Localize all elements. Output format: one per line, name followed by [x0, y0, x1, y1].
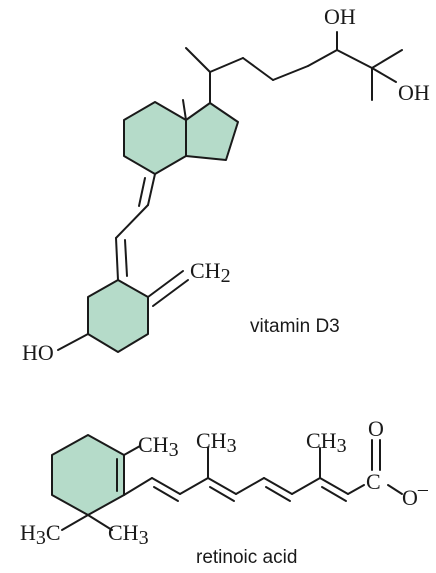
bond-c-ho	[57, 333, 89, 351]
label-ch3-chain-c: CH3	[306, 428, 347, 457]
bond-linker-3-double	[124, 239, 128, 277]
label-ho: HO	[22, 340, 54, 365]
label-ch2: CH2	[190, 258, 231, 287]
bond-side-chain-3	[242, 57, 274, 81]
bond-chain-2-double	[153, 486, 179, 502]
bond-side-chain-methyl	[185, 47, 211, 73]
bond-chain-4-double	[209, 486, 235, 502]
bond-chain-2	[151, 477, 181, 495]
label-oxygen-carbonyl: O	[368, 416, 384, 441]
vitamin-d3-ring-cyclohexane-upper	[123, 101, 187, 175]
bond-c-oh-right	[371, 67, 397, 83]
bond-methylene-double	[152, 279, 189, 307]
retinoic-acid-ring	[51, 434, 125, 516]
bond-side-chain-4	[272, 65, 309, 81]
bond-chain-6-double	[265, 486, 291, 502]
bond-angular-methyl	[182, 99, 187, 121]
bond-linker-1-double	[138, 177, 146, 207]
label-ch3-ring: CH3	[138, 432, 179, 461]
bond-chain-5	[235, 477, 265, 495]
bond-chain-1	[123, 477, 153, 496]
label-oh-top: OH	[324, 4, 356, 29]
vitamin-d3-structure: OH OH CH2 HO vitamin D3	[22, 4, 430, 365]
label-carbon-carboxyl: C	[366, 469, 381, 494]
bond-terminal-methyl-a	[371, 49, 403, 69]
label-h3c: H3C	[20, 520, 61, 549]
bond-c-o-minus	[387, 484, 403, 495]
retinoic-acid-structure: CH3 CH3 CH3 O C O– H3C CH3 retinoic acid	[20, 416, 429, 568]
vitamin-d3-ring-cyclopentane	[185, 102, 239, 161]
vitamin-d3-name: vitamin D3	[250, 316, 340, 337]
bond-chain-6	[263, 477, 293, 495]
label-ch3-gem: CH3	[108, 520, 149, 549]
bond-side-chain-6	[336, 49, 373, 69]
bond-side-chain-2	[209, 57, 244, 73]
retinoic-acid-name: retinoic acid	[196, 547, 297, 568]
bond-linker-1	[147, 173, 156, 206]
bond-linker-3	[115, 237, 119, 281]
bond-gem-methyl-left	[61, 514, 89, 531]
bond-methylene	[147, 270, 184, 298]
bond-gem-methyl-right	[87, 514, 113, 531]
bond-chain-8-double	[321, 486, 347, 502]
label-ch3-chain-b: CH3	[196, 428, 237, 457]
vitamin-d3-ring-a	[87, 279, 149, 353]
label-o-minus: O–	[402, 478, 429, 510]
bond-chain-3	[179, 477, 209, 495]
bond-chain-8	[319, 477, 349, 495]
label-oh-right: OH	[398, 80, 430, 105]
bond-chain-7	[291, 477, 321, 495]
bond-linker-2	[115, 204, 149, 239]
bond-ring-methyl-a	[123, 445, 141, 456]
bond-side-chain-5	[307, 49, 338, 67]
bond-chain-9	[347, 484, 365, 495]
bond-chain-4	[207, 477, 237, 495]
